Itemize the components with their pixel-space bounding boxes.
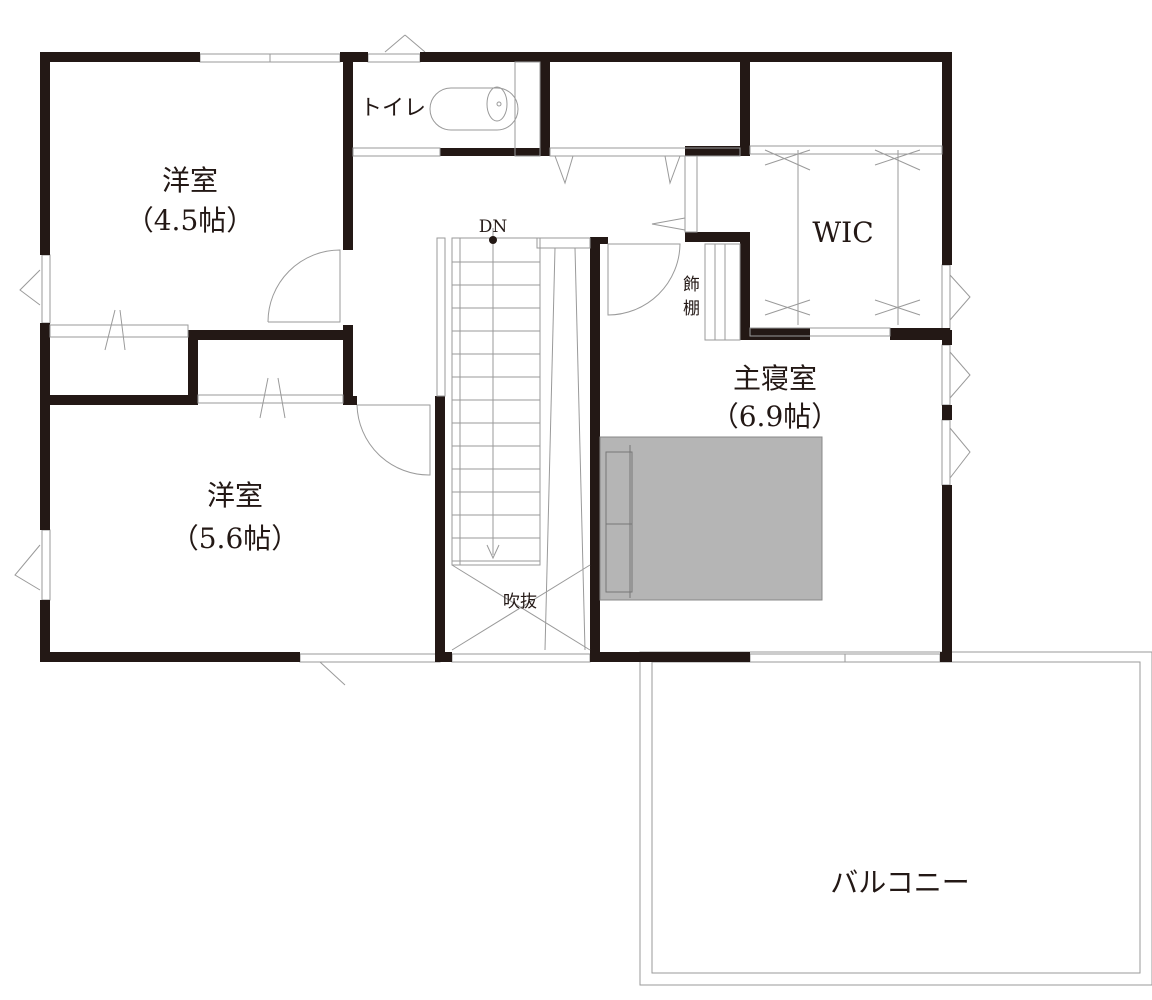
room-label-toilet: トイレ <box>360 96 426 121</box>
fixtures <box>49 61 943 476</box>
room-label-western-room-1: 洋室 <box>162 164 218 197</box>
bed <box>599 436 823 601</box>
room-size-master-bedroom: （6.9帖） <box>711 400 840 433</box>
void-label: 吹抜 <box>503 592 537 612</box>
stair-start-dot <box>489 236 497 244</box>
room-label-western-room-2: 洋室 <box>207 479 263 512</box>
room-label-master-bedroom: 主寝室 <box>733 362 817 395</box>
room-size-western-room-2: （5.6帖） <box>171 522 300 555</box>
staircase <box>436 228 591 651</box>
room-label-balcony: バルコニー <box>830 866 969 899</box>
room-size-western-room-1: （4.5帖） <box>126 204 255 237</box>
stair-dn-label: DN <box>479 217 508 237</box>
walls <box>40 52 952 662</box>
label-shelf-1: 飾 <box>683 275 700 295</box>
balcony-outline <box>639 651 1152 986</box>
room-label-wic: WIC <box>812 216 873 249</box>
label-shelf-2: 棚 <box>683 299 700 319</box>
